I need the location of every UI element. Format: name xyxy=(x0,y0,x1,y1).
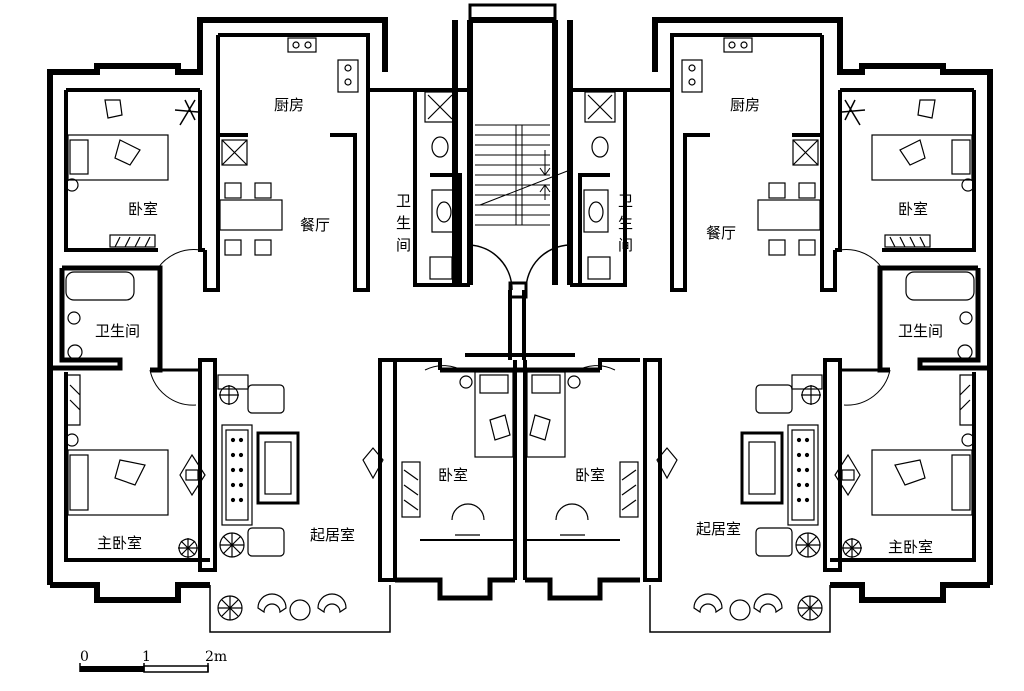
center-right-bedroom-label: 卧室 xyxy=(575,466,605,484)
right-bathroom-label-3: 间 xyxy=(618,236,633,254)
left-furniture xyxy=(65,37,514,633)
left-bedroom-label: 卧室 xyxy=(128,200,158,218)
center-walls xyxy=(395,3,640,601)
right-bathroom-label-2: 生 xyxy=(618,214,633,232)
left-unit-walls xyxy=(47,17,473,603)
right-bathroom-label-1: 卫 xyxy=(618,192,633,210)
right-living-label: 起居室 xyxy=(696,520,741,538)
scale-segment-2 xyxy=(143,665,209,673)
scale-bar: 0 1 2m xyxy=(79,649,227,673)
scale-label-0: 0 xyxy=(80,649,89,665)
center-left-bedroom-label: 卧室 xyxy=(438,466,468,484)
left-bathroom-label-1: 卫 xyxy=(396,192,411,210)
right-unit-walls xyxy=(570,17,993,603)
stair-steps xyxy=(475,124,571,226)
right-master-label: 主卧室 xyxy=(888,538,933,556)
scale-label-2: 2m xyxy=(205,649,227,665)
right-kitchen-label: 厨房 xyxy=(730,96,760,114)
left-kitchen-label: 厨房 xyxy=(274,96,304,114)
left-dining-label: 餐厅 xyxy=(300,216,330,234)
scale-label-1: 1 xyxy=(142,649,151,665)
right-bedroom-label: 卧室 xyxy=(898,200,928,218)
left-bathroom-label-2: 生 xyxy=(396,214,411,232)
left-bathroom-label-3: 间 xyxy=(396,236,411,254)
scale-segment-1 xyxy=(80,666,144,672)
left-living-label: 起居室 xyxy=(310,526,355,544)
right-furniture xyxy=(526,37,975,633)
right-side-bathroom-label: 卫生间 xyxy=(898,322,943,340)
room-labels: 卧室 厨房 餐厅 卫生间 卫 生 间 起居室 主卧室 卧室 卧室 卫 生 间 厨… xyxy=(95,96,943,556)
right-dining-label: 餐厅 xyxy=(706,224,736,242)
left-master-label: 主卧室 xyxy=(97,534,142,552)
left-side-bathroom-label: 卫生间 xyxy=(95,322,140,340)
